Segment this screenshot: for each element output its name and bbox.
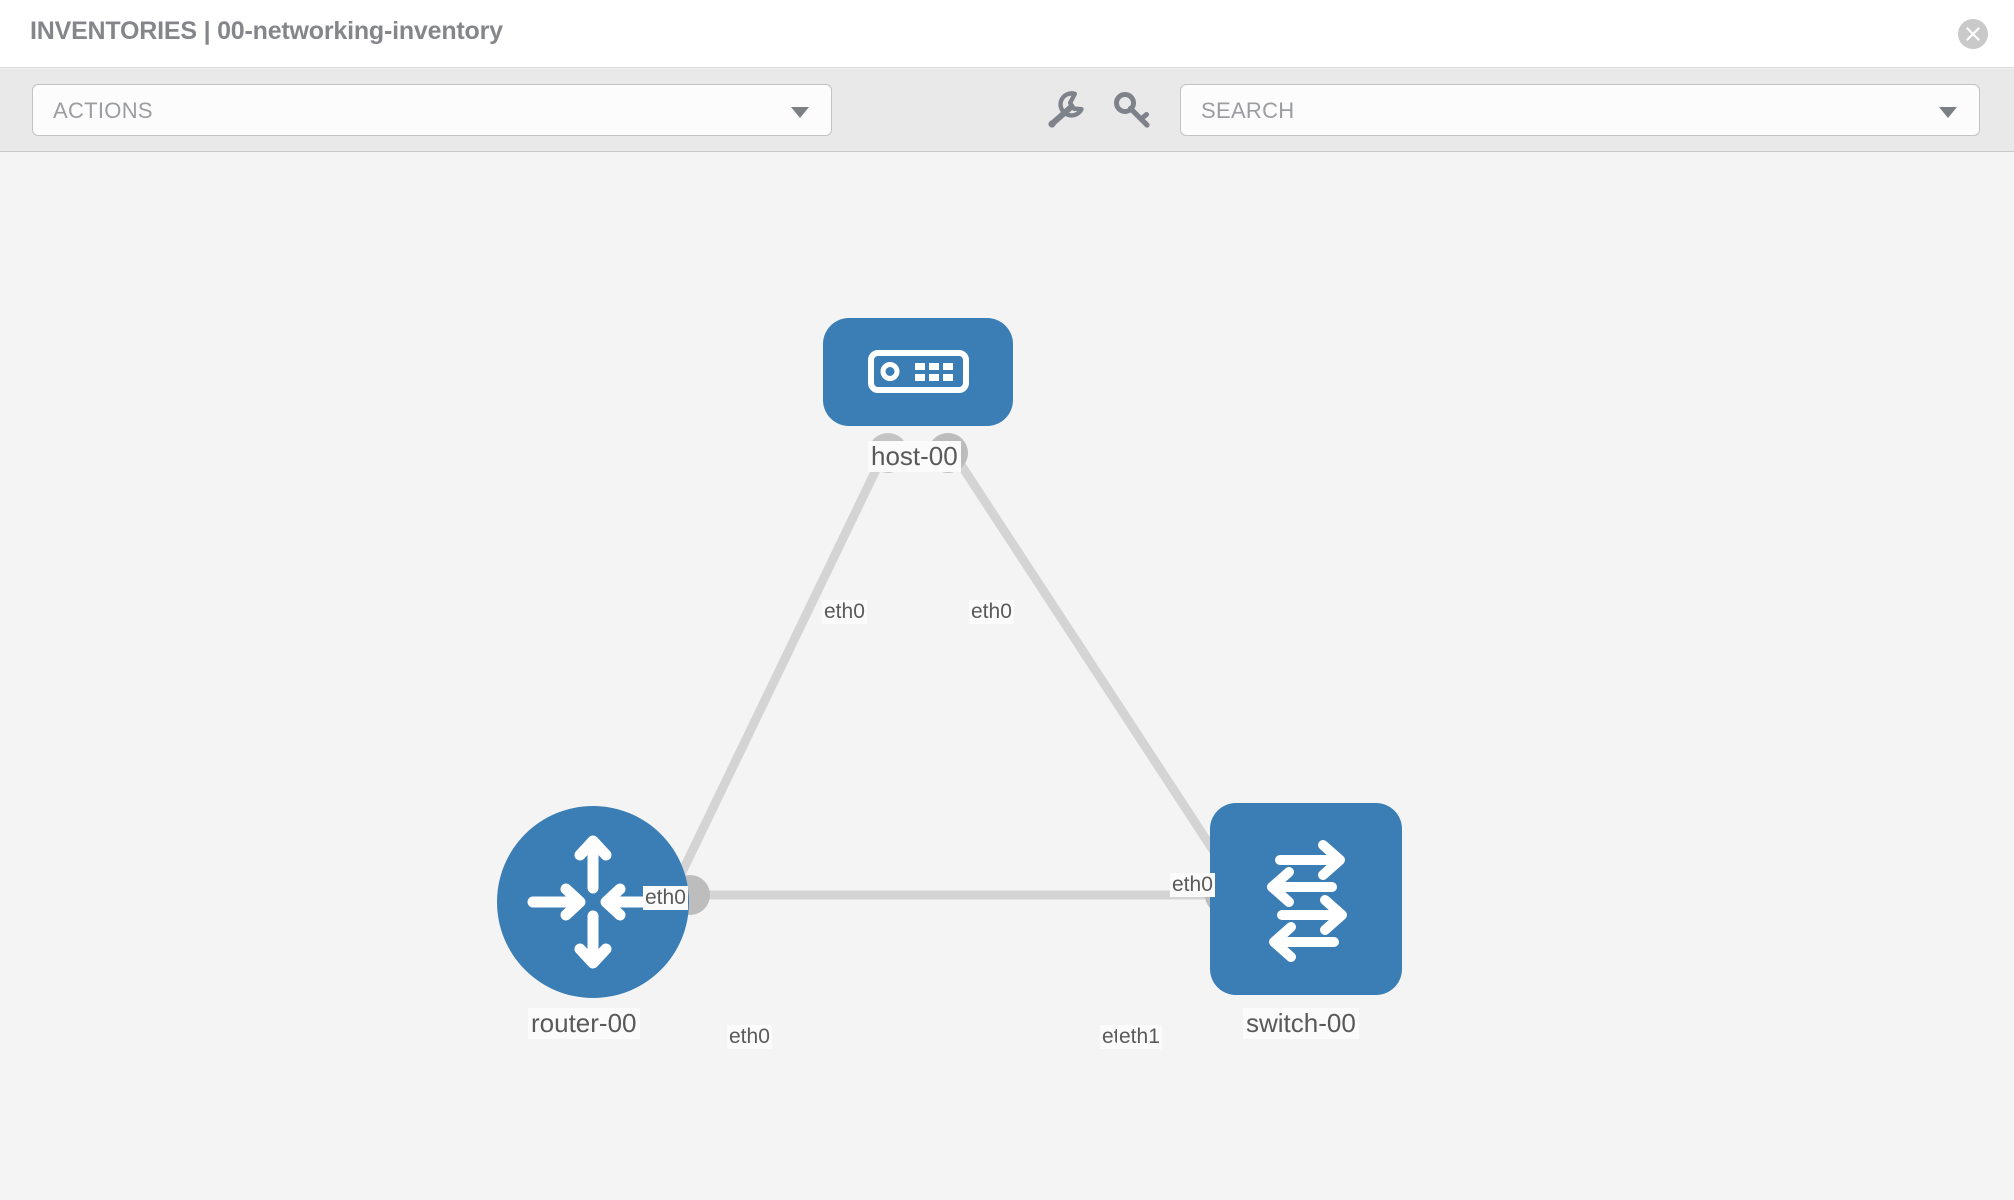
key-icon[interactable] bbox=[1108, 85, 1158, 135]
actions-dropdown[interactable]: ACTIONS bbox=[32, 84, 832, 136]
topology-node-switch-00[interactable] bbox=[1210, 803, 1402, 995]
topology-canvas[interactable]: host-00 router bbox=[0, 153, 2014, 1200]
search-input[interactable]: SEARCH bbox=[1180, 84, 1980, 136]
topology-node-router-00[interactable] bbox=[497, 806, 689, 998]
interface-label-host-right: eth0 bbox=[969, 600, 1014, 624]
chevron-down-icon bbox=[791, 107, 809, 118]
interface-label-router-uplink: eth0 bbox=[643, 886, 688, 910]
switch-arrows-icon bbox=[1210, 803, 1402, 995]
page-title: INVENTORIES | 00-networking-inventory bbox=[30, 17, 503, 45]
interface-label-host-left: eth0 bbox=[822, 600, 867, 624]
node-label-host-00: host-00 bbox=[868, 441, 961, 472]
wrench-icon[interactable] bbox=[1040, 85, 1090, 135]
topology-edges bbox=[667, 433, 1254, 915]
chevron-down-icon bbox=[1939, 107, 1957, 118]
edge-host-router bbox=[667, 443, 893, 895]
topology-node-host-00[interactable] bbox=[823, 318, 1013, 426]
node-label-router-00: router-00 bbox=[528, 1008, 640, 1039]
interface-label-router-eth0: eth0 bbox=[727, 1025, 772, 1049]
search-placeholder: SEARCH bbox=[1201, 98, 1295, 123]
page-header: INVENTORIES | 00-networking-inventory bbox=[0, 0, 2014, 68]
server-icon bbox=[823, 318, 1013, 426]
node-label-switch-00: switch-00 bbox=[1243, 1008, 1359, 1039]
toolbar: ACTIONS SEARCH bbox=[0, 69, 2014, 152]
close-icon[interactable] bbox=[1958, 19, 1988, 49]
interface-label-switch-uplink: eth0 bbox=[1170, 873, 1215, 897]
actions-dropdown-label: ACTIONS bbox=[53, 98, 153, 123]
edge-host-switch bbox=[944, 442, 1219, 856]
interface-label-switch-eth1: eth1 bbox=[1117, 1025, 1162, 1049]
